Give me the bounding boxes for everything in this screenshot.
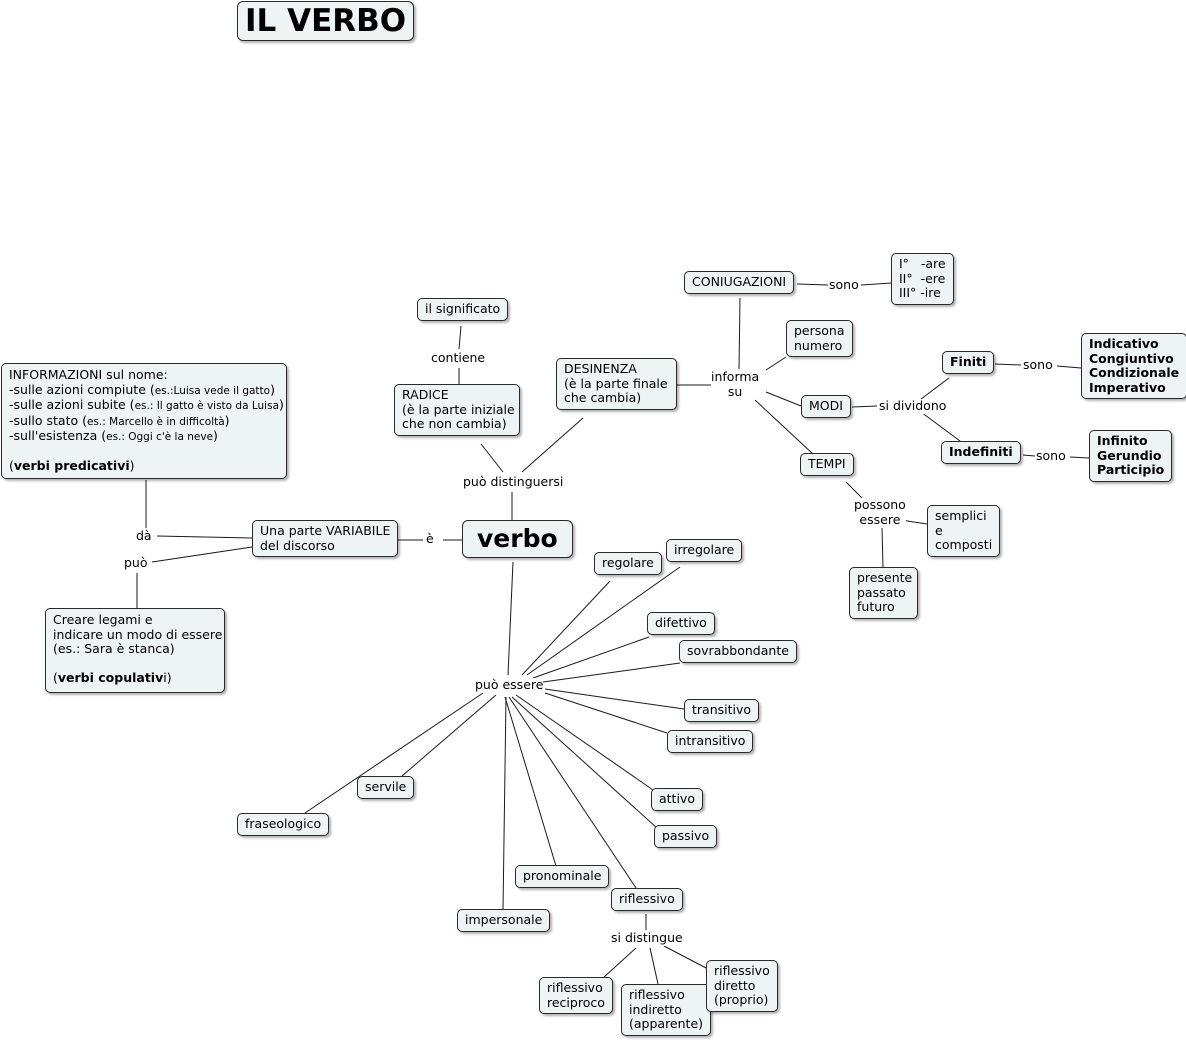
link-label-e: è [426, 531, 434, 547]
concept-riflessivo-reciproco[interactable]: riflessivo reciproco [539, 977, 613, 1014]
concept-informazioni[interactable]: INFORMAZIONI sul nome: -sulle azioni com… [1, 363, 287, 479]
concept-impersonale[interactable]: impersonale [457, 909, 551, 932]
concept-semplici-composti[interactable]: semplici e composti [927, 505, 1001, 557]
concept-irregolare[interactable]: irregolare [666, 539, 743, 562]
concept-persona-numero[interactable]: persona numero [786, 320, 853, 357]
concept-servile[interactable]: servile [357, 776, 415, 799]
concept-intransitivo[interactable]: intransitivo [667, 730, 754, 753]
info-line-3: -sulle azioni subite (es.: Il gatto è vi… [9, 397, 284, 412]
concept-coniugazioni[interactable]: CONIUGAZIONI [684, 271, 795, 294]
link-label-si-dividono: si dividono [879, 398, 947, 414]
concept-indefiniti[interactable]: Indefiniti [941, 441, 1021, 464]
central-concept-verbo[interactable]: verbo [462, 520, 573, 558]
link-label-contiene: contiene [431, 350, 486, 366]
link-label-puo: può [124, 555, 148, 571]
link-label-puo-essere: può essere [475, 677, 544, 693]
info-line-1: INFORMAZIONI sul nome: [9, 367, 168, 382]
concept-indefiniti-list[interactable]: Infinito Gerundio Participio [1089, 430, 1173, 482]
info-line-4: -sullo stato (es.: Marcello è in diffico… [9, 412, 230, 428]
link-label-si-distingue: si distingue [611, 930, 683, 946]
concept-finiti-list[interactable]: Indicativo Congiuntivo Condizionale Impe… [1081, 333, 1186, 399]
concept-attivo[interactable]: attivo [651, 788, 703, 811]
concept-sovrabbondante[interactable]: sovrabbondante [679, 640, 797, 663]
concept-legami[interactable]: Creare legami e indicare un modo di esse… [45, 608, 225, 693]
map-title[interactable]: IL VERBO [237, 1, 415, 41]
link-label-da: dà [136, 528, 152, 544]
info-line-5: -sull'esistenza (es.: Oggi c'è la neve) [9, 428, 218, 443]
concept-finiti[interactable]: Finiti [942, 351, 995, 374]
concept-transitivo[interactable]: transitivo [684, 699, 760, 722]
concept-variabile[interactable]: Una parte VARIABILE del discorso [252, 520, 399, 557]
concept-tempi[interactable]: TEMPI [800, 453, 854, 476]
concept-fraseologico[interactable]: fraseologico [237, 813, 330, 836]
concept-radice[interactable]: RADICE (è la parte iniziale che non camb… [394, 384, 520, 436]
concept-coniugazioni-list[interactable]: I° -are II° -ere III° -ire [891, 253, 954, 305]
concept-presente-passato-futuro[interactable]: presente passato futuro [849, 567, 918, 619]
concept-riflessivo-indiretto[interactable]: riflessivo indiretto (apparente) [621, 984, 712, 1036]
link-label-sono-indefiniti: sono [1036, 448, 1066, 464]
concept-pronominale[interactable]: pronominale [515, 865, 610, 888]
link-label-sono-coniugazioni: sono [829, 277, 859, 293]
concept-riflessivo-diretto[interactable]: riflessivo diretto (proprio) [706, 960, 778, 1012]
info-line-6: (verbi predicativi) [9, 458, 135, 473]
concept-significato[interactable]: il significato [417, 298, 509, 321]
legami-line-4: (verbi copulativi) [53, 670, 172, 685]
link-label-informa-su: informa su [711, 369, 760, 399]
info-line-2: -sulle azioni compiute (es.:Luisa vede i… [9, 381, 275, 397]
link-label-possono-essere: possono essere [854, 497, 906, 527]
concept-regolare[interactable]: regolare [594, 552, 662, 575]
link-label-sono-finiti: sono [1023, 357, 1053, 373]
concept-modi[interactable]: MODI [801, 395, 851, 418]
concept-riflessivo[interactable]: riflessivo [611, 888, 683, 911]
concept-difettivo[interactable]: difettivo [647, 612, 715, 635]
concept-passivo[interactable]: passivo [654, 825, 718, 848]
concept-desinenza[interactable]: DESINENZA (è la parte finale che cambia) [556, 358, 677, 410]
link-label-puo-distinguersi: può distinguersi [463, 474, 564, 490]
